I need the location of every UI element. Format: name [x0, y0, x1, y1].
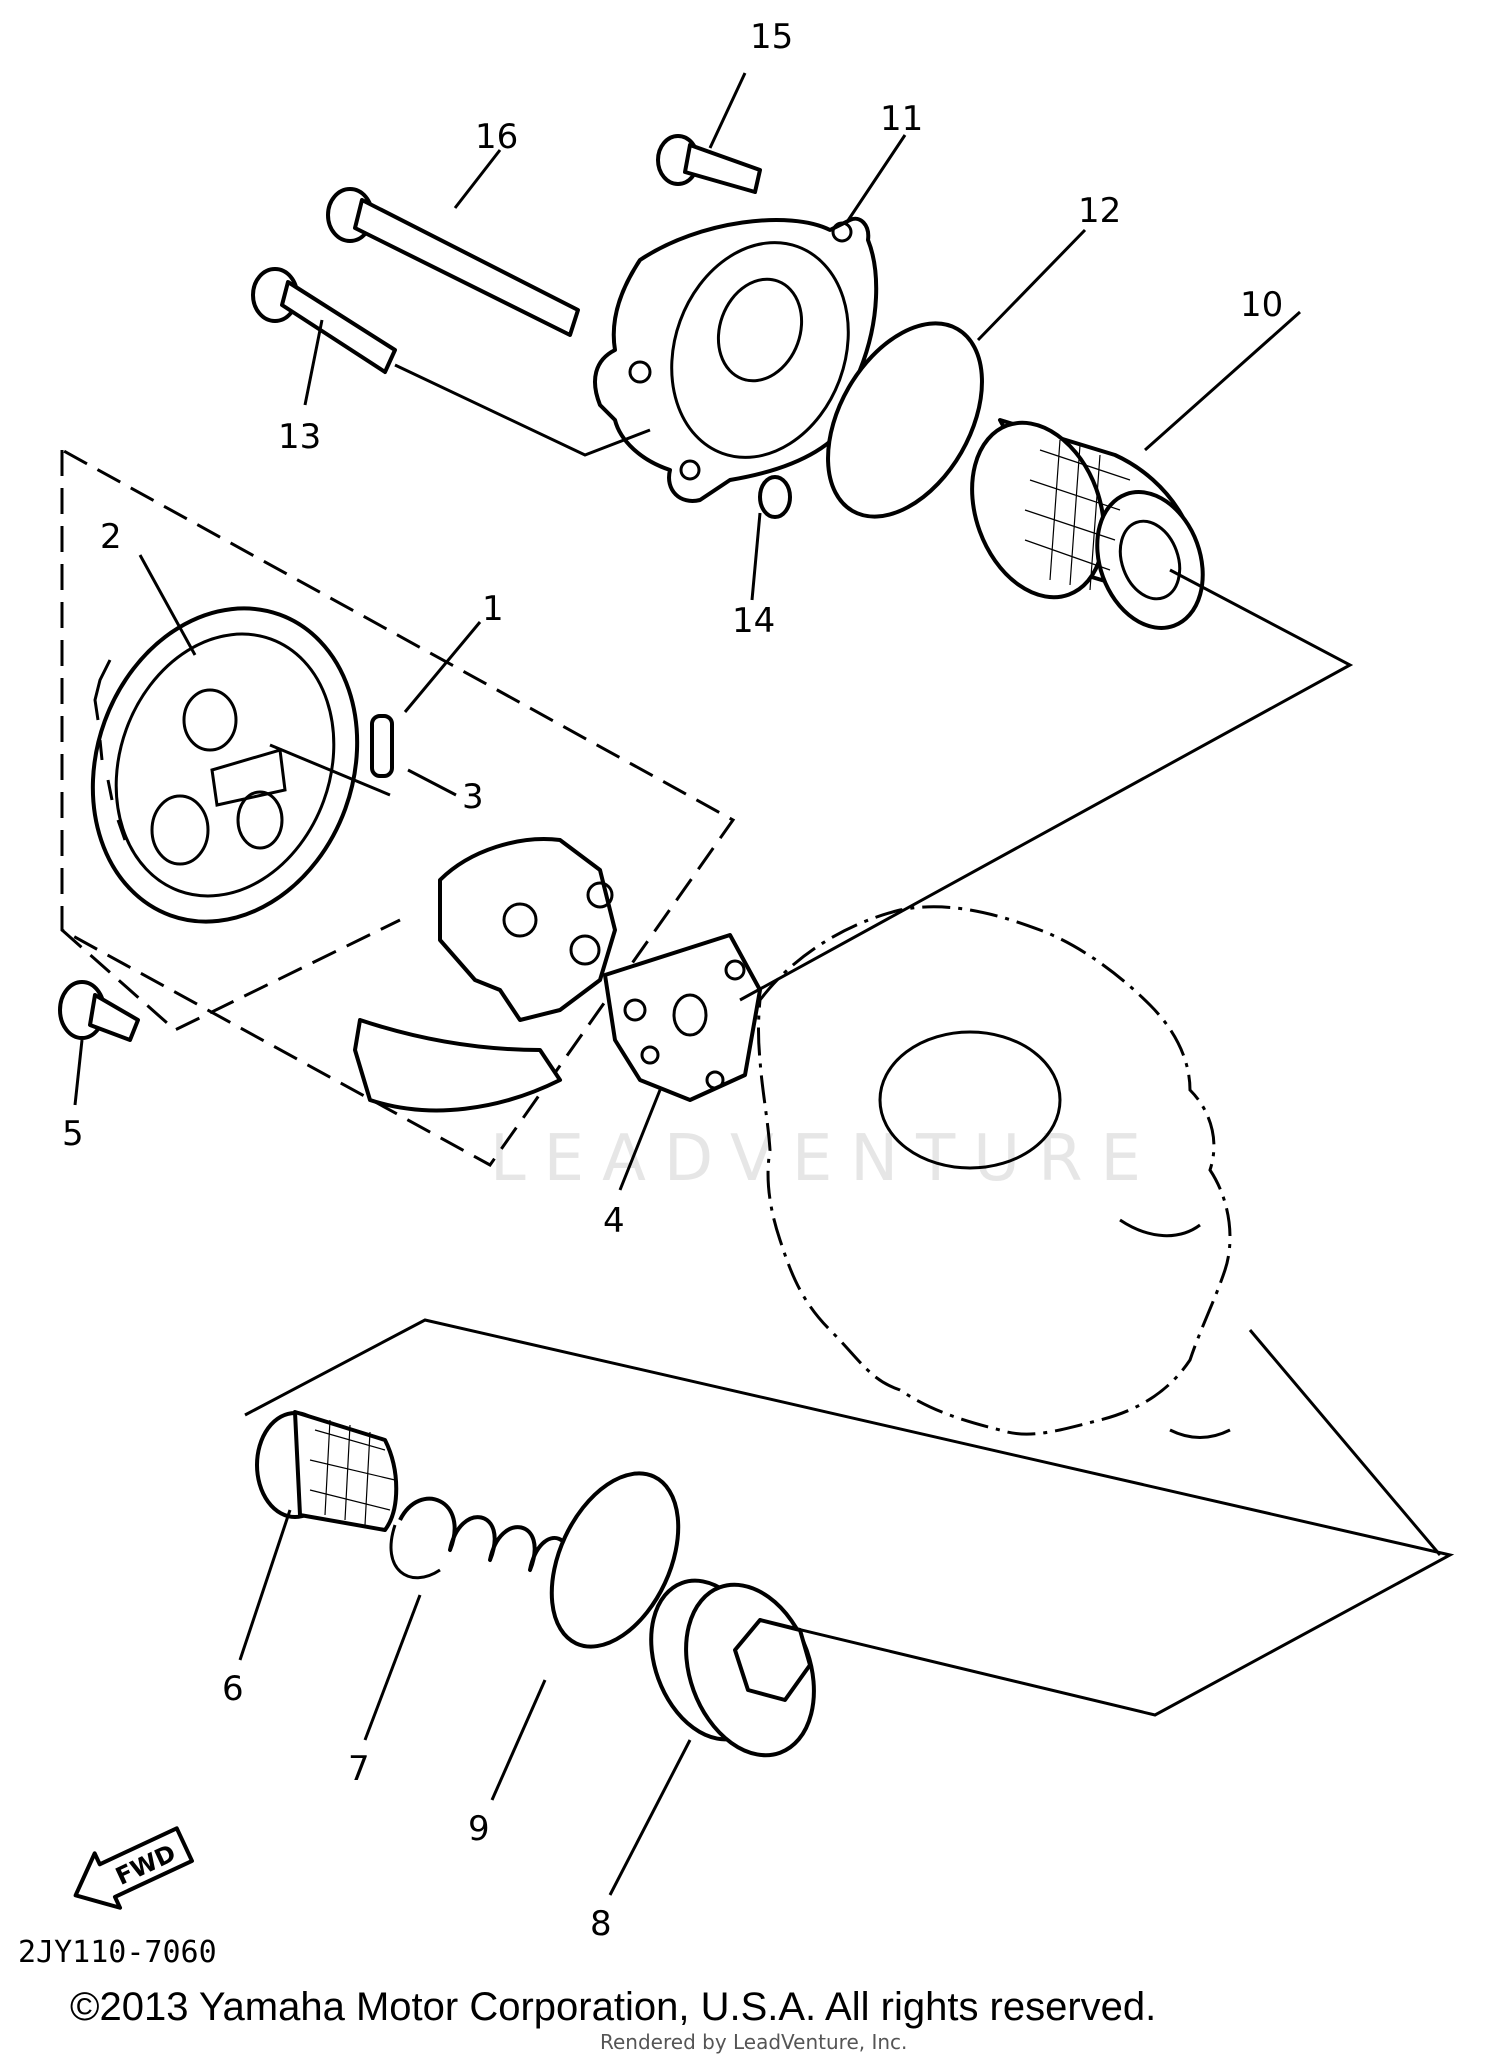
callout-1: 1 [482, 589, 504, 629]
diagram-code: 2JY110-7060 [18, 1935, 217, 1970]
callout-6: 6 [222, 1669, 244, 1709]
pump-screw [58, 980, 140, 1042]
callout-7: 7 [348, 1749, 370, 1789]
dowel-pin [370, 714, 394, 778]
pump-gasket [603, 933, 762, 1102]
callout-12: 12 [1078, 191, 1121, 231]
watermark: LEADVENTURE [490, 1122, 1159, 1196]
callout-10: 10 [1240, 285, 1283, 325]
oil-pump-drive-gear [90, 606, 360, 924]
callout-16: 16 [475, 117, 518, 157]
cover-bolt-medium [251, 267, 397, 374]
rendered-by-note: Rendered by LeadVenture, Inc. [600, 2030, 908, 2054]
crankcase-outline [757, 905, 1232, 1439]
callout-8: 8 [590, 1904, 612, 1944]
drain-plug [649, 1578, 816, 1758]
o-ring-large [826, 321, 984, 519]
compression-spring [389, 1496, 572, 1591]
callout-2: 2 [100, 517, 122, 557]
o-ring-small [758, 475, 792, 519]
forward-arrow-icon: FWD [73, 1826, 194, 1910]
cover-bolt-long [326, 187, 580, 337]
cover-bolt-short [656, 134, 762, 194]
oil-pump-rotor-housing [353, 837, 617, 1113]
callout-5: 5 [62, 1114, 84, 1154]
o-ring-drain-plug [549, 1471, 681, 1649]
copyright-notice: ©2013 Yamaha Motor Corporation, U.S.A. A… [70, 1985, 1157, 2029]
callout-4: 4 [603, 1201, 625, 1241]
oil-filter-element [970, 418, 1205, 630]
callout-13: 13 [278, 417, 321, 457]
callout-3: 3 [462, 777, 484, 817]
pump-assembly-boundary [60, 448, 736, 1167]
callout-14: 14 [732, 601, 775, 641]
oil-strainer [255, 1410, 399, 1532]
oil-filter-cover [593, 216, 879, 503]
callout-9: 9 [468, 1809, 490, 1849]
callout-11: 11 [880, 99, 923, 139]
callout-15: 15 [750, 17, 793, 57]
